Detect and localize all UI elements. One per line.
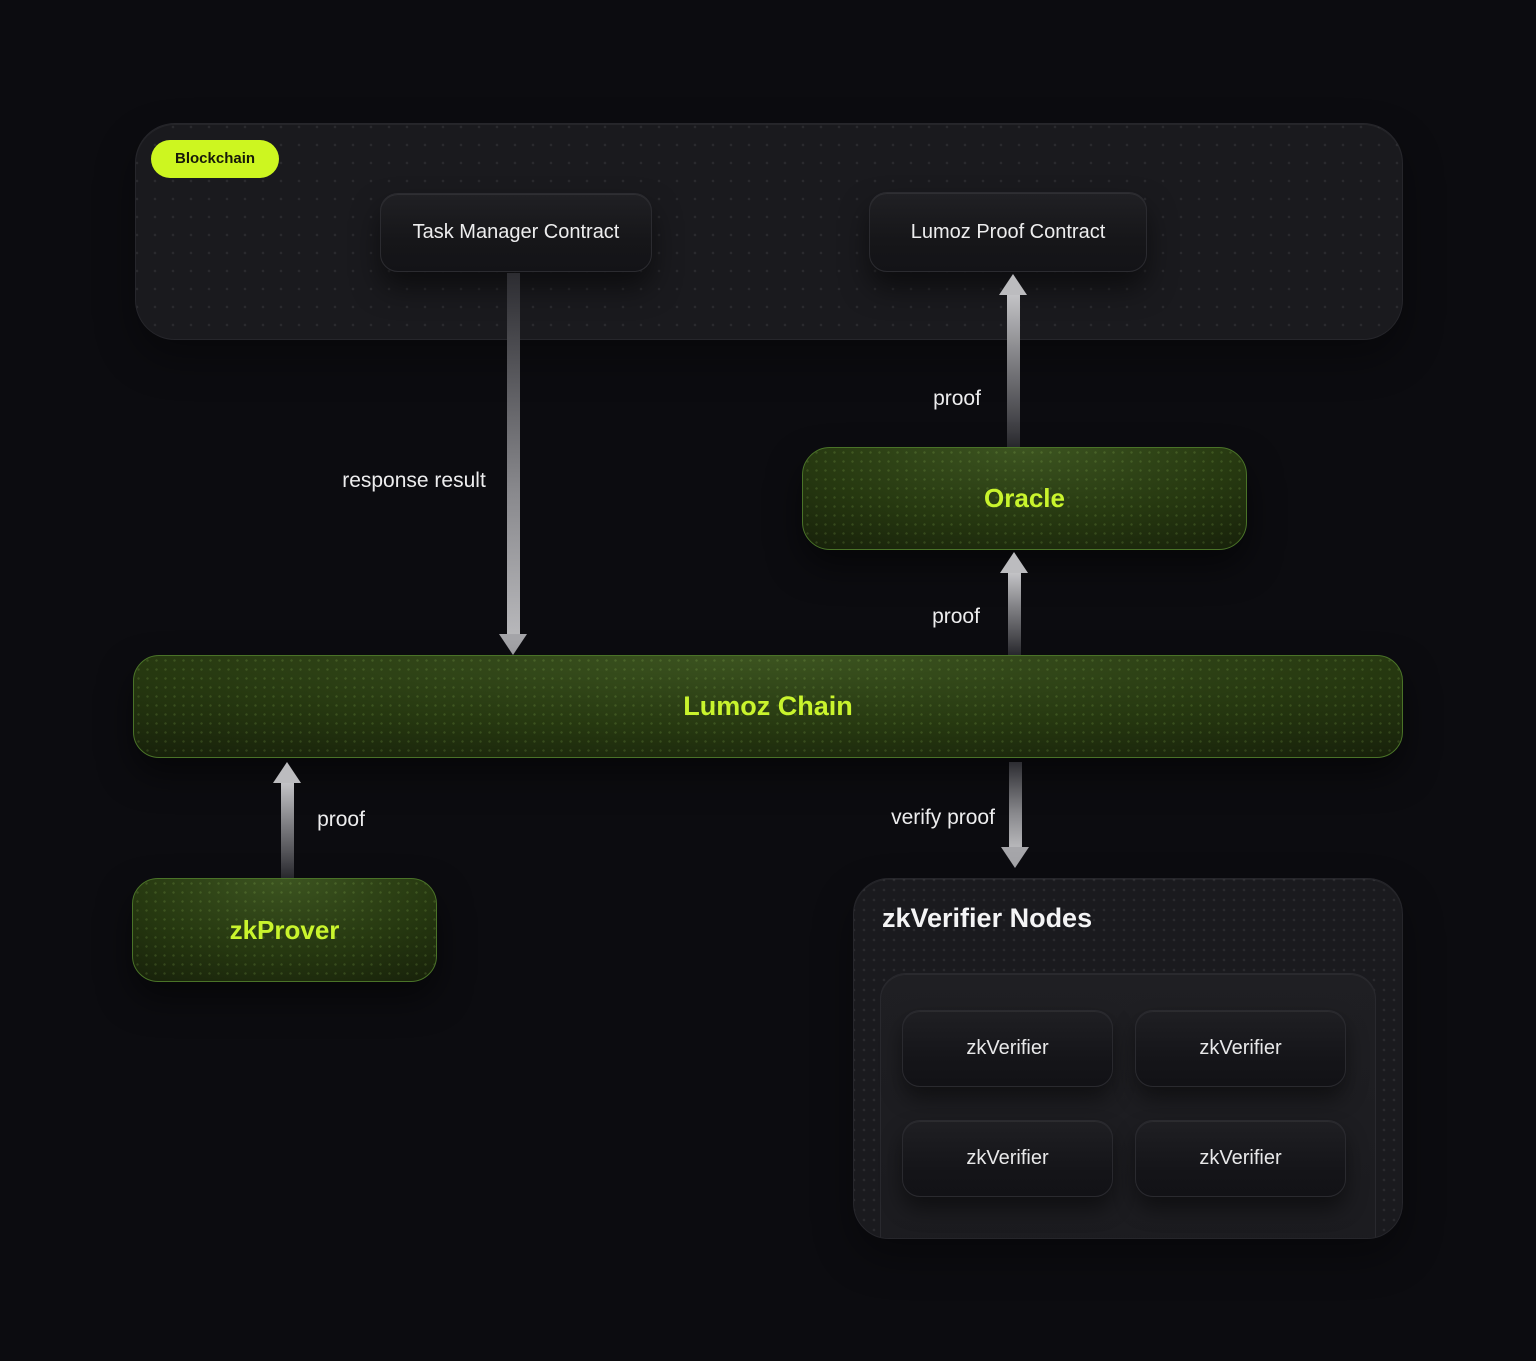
node-zkverifier-3: zkVerifier (902, 1120, 1113, 1197)
zkverifier-label: zkVerifier (1199, 1037, 1282, 1059)
node-zkprover: zkProver (132, 878, 437, 982)
node-lumoz-proof-contract: Lumoz Proof Contract (869, 192, 1147, 272)
arrow-response-result-down (499, 273, 527, 655)
arrow-head-down-icon (1001, 847, 1029, 868)
arrow-shaft (280, 783, 294, 878)
node-task-manager-contract: Task Manager Contract (380, 193, 652, 272)
arrow-head-up-icon (999, 274, 1027, 295)
arrow-head-down-icon (499, 634, 527, 655)
arrow-verify-proof-down (1001, 762, 1029, 868)
zkverifier-nodes-title: zkVerifier Nodes (882, 903, 1093, 933)
arrow-shaft (506, 273, 520, 634)
zkverifier-label: zkVerifier (966, 1037, 1049, 1059)
blockchain-badge: Blockchain (151, 140, 280, 178)
oracle-label: Oracle (984, 483, 1065, 513)
arrow-proof-to-oracle-up (1000, 552, 1028, 655)
edge-label-response-result: response result (342, 469, 486, 492)
arrow-head-up-icon (1000, 552, 1028, 573)
node-zkverifier-2: zkVerifier (1135, 1010, 1346, 1087)
edge-label-verify-proof: verify proof (891, 806, 995, 829)
node-zkverifier-1: zkVerifier (902, 1010, 1113, 1087)
node-oracle: Oracle (802, 447, 1247, 550)
node-lumoz-chain: Lumoz Chain (133, 655, 1403, 758)
zkverifier-nodes-container: zkVerifier Nodes zkVerifier zkVerifier z… (853, 878, 1403, 1239)
arrow-shaft (1007, 573, 1021, 655)
task-manager-contract-label: Task Manager Contract (412, 221, 620, 243)
arrow-head-up-icon (273, 762, 301, 783)
arrow-shaft (1008, 762, 1022, 847)
zkprover-label: zkProver (229, 914, 340, 945)
lumoz-chain-label: Lumoz Chain (683, 691, 853, 721)
edge-label-proof-to-contract: proof (933, 387, 981, 410)
edge-label-proof-to-oracle: proof (932, 605, 980, 628)
arrow-shaft (1006, 295, 1020, 447)
lumoz-proof-contract-label: Lumoz Proof Contract (910, 220, 1106, 243)
zkverifier-label: zkVerifier (1199, 1147, 1282, 1169)
zkverifier-label: zkVerifier (966, 1147, 1049, 1169)
arrow-proof-to-contract-up (999, 274, 1027, 447)
node-zkverifier-4: zkVerifier (1135, 1120, 1346, 1197)
blockchain-container (135, 123, 1403, 340)
zkverifier-panel: zkVerifier zkVerifier zkVerifier zkVerif… (880, 973, 1376, 1238)
arrow-proof-to-chain-up (273, 762, 301, 878)
edge-label-proof-to-chain: proof (317, 808, 365, 831)
